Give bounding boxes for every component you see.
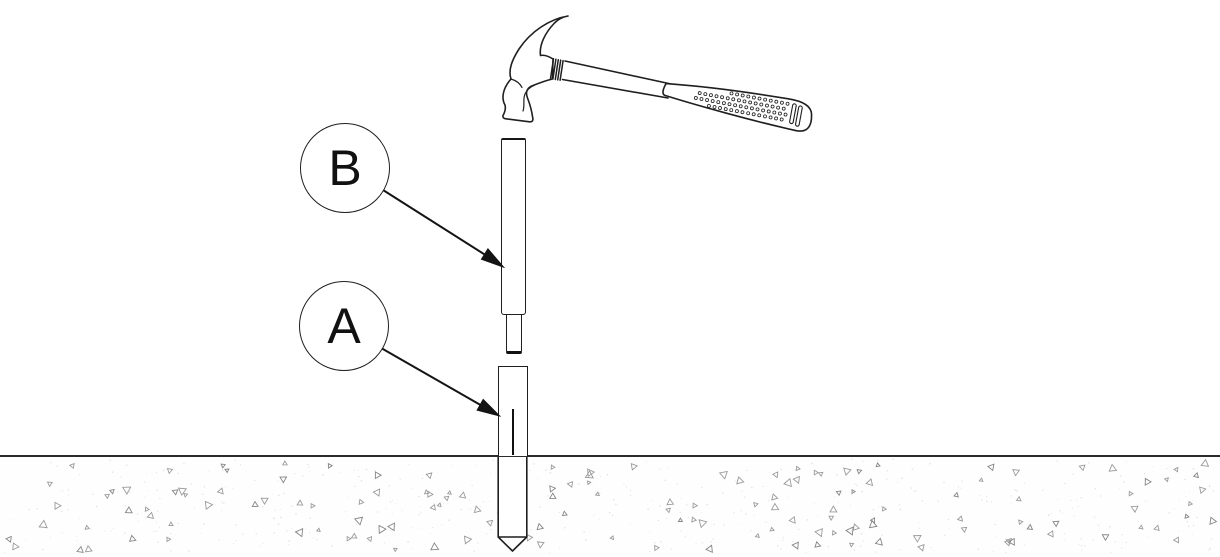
hammer-cheek-line	[522, 84, 535, 112]
anchor-expansion-slot	[511, 409, 514, 455]
drive-tool-body	[501, 138, 526, 315]
hammer-grip	[662, 82, 813, 132]
ground-surface	[0, 455, 1220, 557]
leader-line-a	[381, 347, 485, 408]
leader-line-b	[382, 189, 488, 257]
grip-dot-texture	[693, 91, 790, 122]
anchor-embedded-part	[497, 457, 528, 552]
grip-slot	[795, 105, 803, 127]
leader-arrowhead-b	[480, 248, 506, 269]
grip-slot	[789, 103, 797, 125]
callout-b-label: B	[328, 140, 362, 196]
anchor-graphic	[497, 366, 528, 456]
callout-a: A	[299, 281, 389, 371]
concrete-texture	[4, 458, 1218, 554]
anchor-tip-outline	[497, 457, 528, 552]
drive-tool-tip	[506, 315, 522, 354]
hammer-head	[502, 15, 569, 123]
hammer-collar	[549, 58, 564, 82]
hammer-shaft	[561, 60, 672, 99]
hammer-icon	[502, 15, 813, 132]
callout-b: B	[300, 123, 390, 213]
callout-a-label: A	[327, 298, 361, 354]
hammer-cheek-line2	[510, 78, 523, 89]
leader-arrowhead-a	[476, 398, 502, 417]
